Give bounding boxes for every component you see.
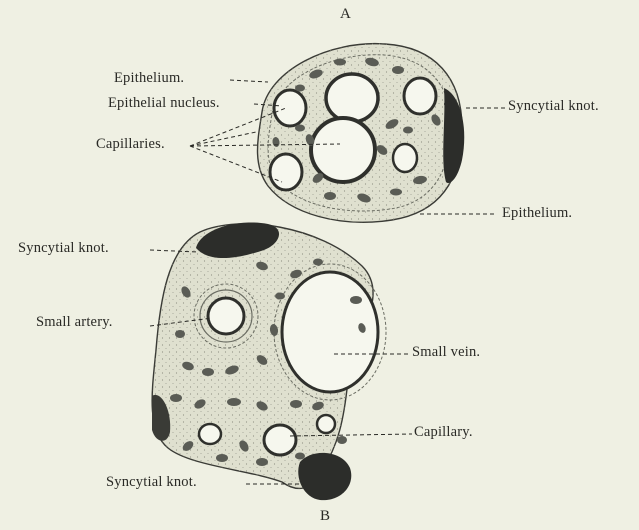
capillary-a3 [404,78,436,114]
label-syncytial-knot-a: Syncytial knot. [508,98,599,115]
panel-letter-a: A [340,6,351,23]
capillary-a4 [311,118,375,182]
label-epithelial-nucleus: Epithelial nucleus. [108,95,220,112]
label-small-artery: Small artery. [36,314,113,331]
label-small-vein: Small vein. [412,344,480,361]
label-syncytial-knot-b-bottom: Syncytial knot. [106,474,197,491]
villus-a [258,44,465,223]
label-epithelium-bottom: Epithelium. [502,205,572,222]
label-capillary: Capillary. [414,424,473,441]
villus-b [152,222,386,500]
capillary-a2 [326,74,378,122]
capillary-b2 [264,425,296,455]
panel-letter-b: B [320,508,330,525]
label-capillaries: Capillaries. [96,136,165,153]
label-epithelium-top: Epithelium. [114,70,184,87]
capillary-b3 [317,415,335,433]
capillary-a1 [274,90,306,126]
capillary-b1 [199,424,221,444]
capillary-a6 [393,144,417,172]
villus-b-syncytial-knot-bottom [298,453,351,500]
label-syncytial-knot-b-top: Syncytial knot. [18,240,109,257]
capillary-a5 [270,154,302,190]
